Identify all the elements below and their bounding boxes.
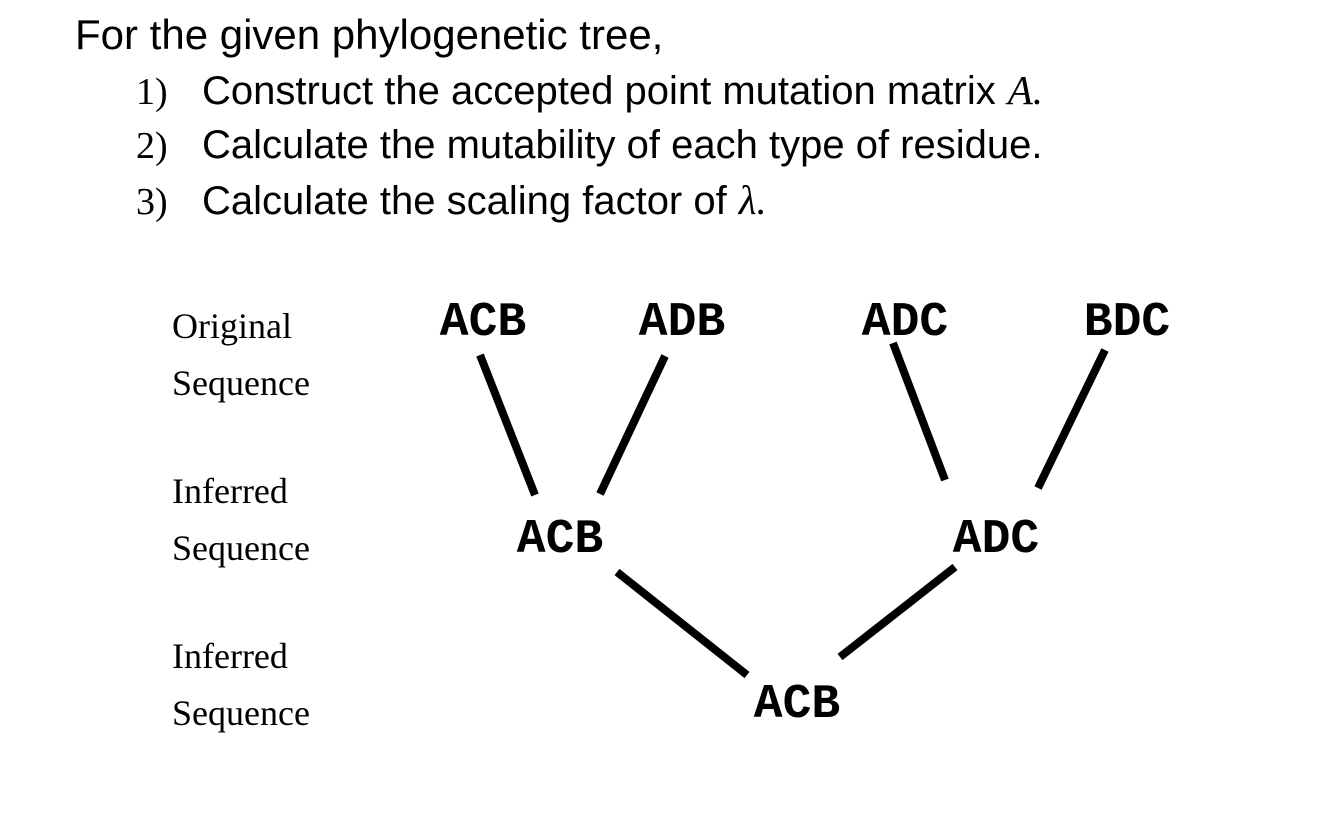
question-heading: For the given phylogenetic tree, [75, 11, 664, 58]
tree-edge-acb-to-acb [476, 353, 539, 497]
task-text: Construct the accepted point mutation ma… [202, 69, 996, 113]
task-number: 2) [136, 125, 168, 167]
task-text: Calculate the mutability of each type of… [202, 123, 1043, 167]
row-label-inferred2-line2: Sequence [172, 693, 310, 733]
tree-node-root-acb: ACB [754, 678, 840, 732]
tree-node-inferred-adc: ADC [953, 513, 1039, 567]
tree-edge-adc-to-adc [889, 341, 949, 482]
row-label-inferred1-line2: Sequence [172, 528, 310, 568]
math-symbol-lambda: λ. [738, 177, 767, 223]
task-text: Calculate the scaling factor of [202, 179, 727, 223]
task-item-1: 1) Construct the accepted point mutation… [136, 63, 1043, 120]
row-label-original-line1: Original [172, 306, 292, 346]
task-number: 1) [136, 71, 168, 113]
task-number: 3) [136, 181, 168, 223]
tree-node-original-acb: ACB [440, 296, 526, 350]
tree-edge-adc-to-root [837, 563, 958, 661]
tree-node-original-adb: ADB [639, 296, 725, 350]
task-item-3: 3) Calculate the scaling factor of λ. [136, 173, 767, 230]
tree-node-inferred-acb: ACB [517, 513, 603, 567]
tree-edge-acb-to-root [614, 568, 750, 679]
tree-node-original-adc: ADC [862, 296, 948, 350]
tree-node-original-bdc: BDC [1084, 296, 1170, 350]
row-label-inferred2-line1: Inferred [172, 636, 288, 676]
task-item-2: 2) Calculate the mutability of each type… [136, 118, 1054, 174]
tree-edge-bdc-to-adc [1034, 348, 1109, 490]
math-symbol-A: A. [1007, 67, 1044, 113]
tree-edge-adb-to-acb [596, 354, 669, 496]
row-label-original-line2: Sequence [172, 363, 310, 403]
row-label-inferred1-line1: Inferred [172, 471, 288, 511]
